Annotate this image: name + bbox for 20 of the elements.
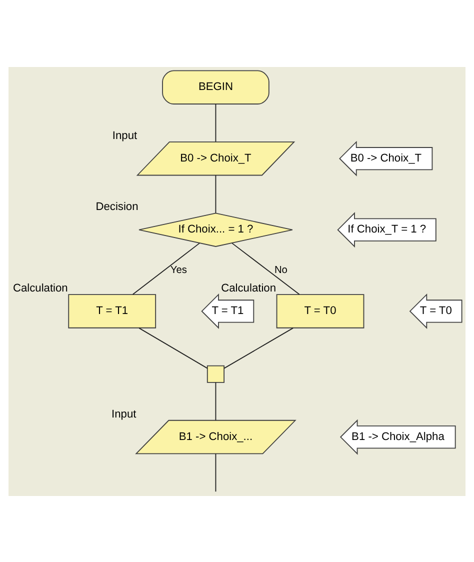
node-box: BEGIN [162, 70, 270, 104]
connector [215, 452, 216, 492]
connector [215, 103, 216, 142]
node-label: Calculation [221, 282, 276, 294]
connector [215, 382, 216, 420]
edge-label: Yes [170, 264, 188, 276]
connector [232, 242, 300, 294]
node-box: T = T1 [68, 294, 156, 328]
node-box [206, 364, 225, 382]
node-label: Input [112, 129, 138, 142]
edge-label: No [274, 264, 288, 276]
node-label: Input [112, 408, 136, 420]
connector [215, 174, 216, 213]
connector [132, 242, 200, 294]
connector [224, 327, 294, 368]
connector [138, 327, 208, 368]
node-label: Decision [96, 200, 138, 213]
node-box: T = T0 [276, 294, 364, 328]
node-label: Calculation [12, 282, 68, 294]
node-diamond: If Choix... = 1 ? [138, 212, 293, 246]
